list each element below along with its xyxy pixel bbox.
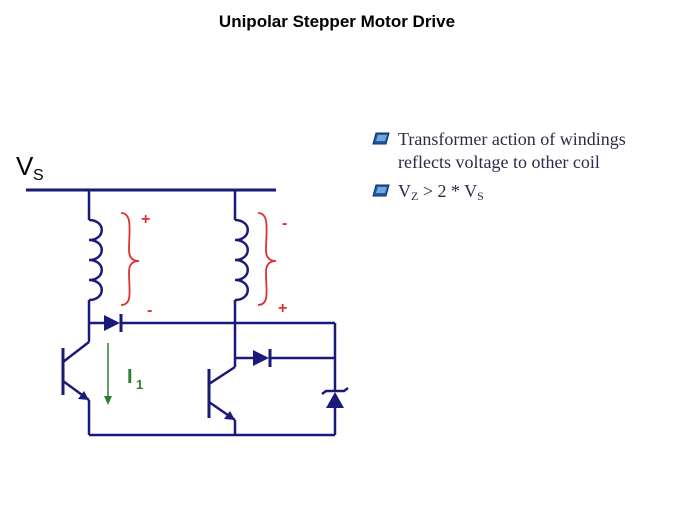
coil2-brace: [257, 212, 277, 306]
bullet-text-1: Transformer action of windings reflects …: [398, 129, 626, 172]
coil2-polarity-top: -: [282, 215, 287, 232]
q1-emitter-arrow: [78, 391, 89, 400]
q2-collector: [208, 365, 236, 386]
diode1-symbol: [104, 315, 120, 331]
coil1-brace: [120, 212, 140, 306]
diode2-symbol: [253, 350, 269, 366]
zener-symbol: [326, 392, 344, 408]
coil2-polarity-bottom: +: [278, 300, 287, 317]
coil1-polarity-bottom: -: [147, 302, 152, 319]
bullet-text-2-prefix-sub: Z: [411, 189, 419, 203]
q1-collector: [62, 341, 90, 363]
current-label: I: [127, 366, 133, 388]
slide-title: Unipolar Stepper Motor Drive: [218, 12, 456, 31]
bullet-item: VZ > 2 * VS: [372, 180, 672, 208]
current-subscript: 1: [136, 377, 143, 392]
zener-cathode: [321, 387, 349, 395]
bullet-list: Transformer action of windings reflects …: [372, 128, 672, 214]
bullet-icon: [372, 184, 390, 197]
coil1-winding: [88, 218, 103, 302]
q2-emitter-arrow: [224, 411, 235, 420]
coil1-polarity-top: +: [141, 211, 150, 228]
bullet-item: Transformer action of windings reflects …: [372, 128, 672, 174]
current-arrow-head: [104, 396, 112, 405]
coil2-winding: [234, 218, 249, 302]
bullet-text-2-suffix-sub: S: [477, 189, 484, 203]
supply-subscript: S: [33, 167, 44, 184]
bullet-text-2-prefix: V: [398, 181, 411, 201]
bullet-text-2-middle: > 2 * V: [418, 181, 478, 201]
bullet-icon: [372, 132, 390, 145]
supply-label: V: [16, 151, 34, 181]
